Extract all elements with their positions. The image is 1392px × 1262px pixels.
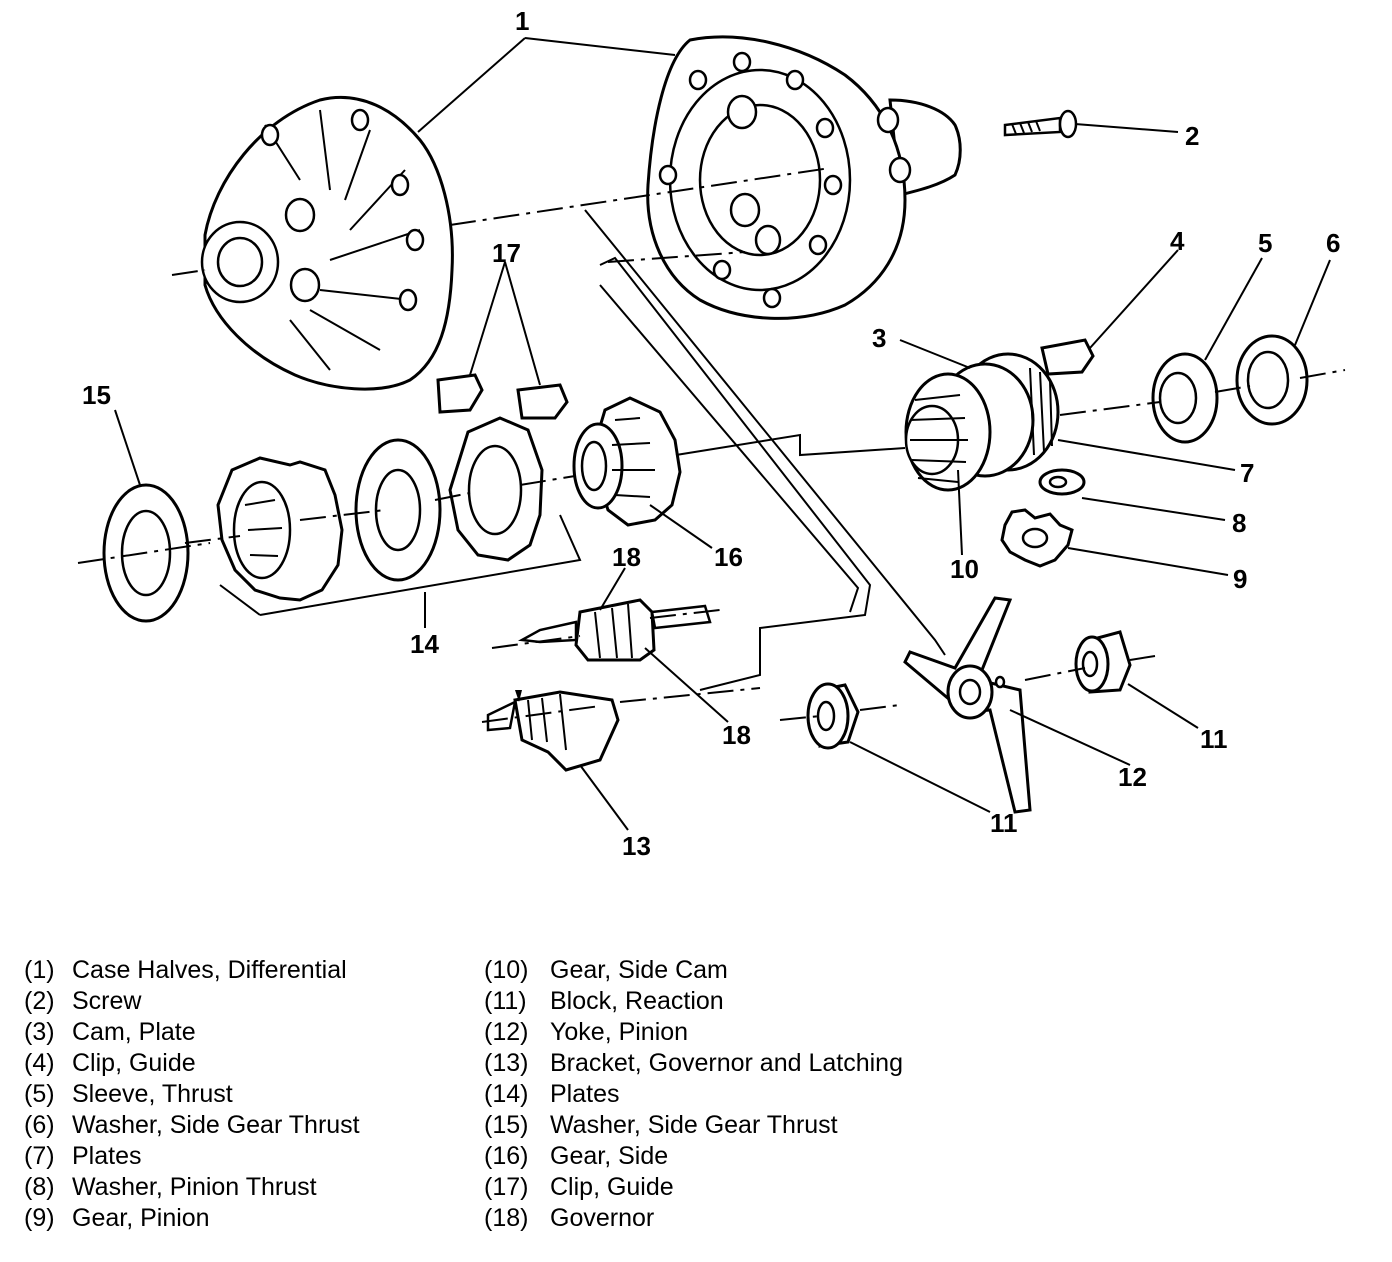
thrust-sleeve xyxy=(1151,352,1219,444)
legend-item: (14)Plates xyxy=(484,1080,620,1108)
callout-14: 14 xyxy=(410,629,439,659)
callout-18-lower: 18 xyxy=(722,720,751,750)
legend-column-left: (1)Case Halves, Differential (2)Screw (3… xyxy=(24,955,360,1234)
callout-15: 15 xyxy=(82,380,111,410)
plates-stack xyxy=(216,416,544,602)
callout-5: 5 xyxy=(1258,228,1272,258)
case-half-left xyxy=(200,95,454,391)
pinion-yoke xyxy=(903,596,1032,814)
legend-item: (11)Block, Reaction xyxy=(484,987,724,1015)
legend-item: (10)Gear, Side Cam xyxy=(484,956,728,984)
legend-item: (7)Plates xyxy=(24,1142,142,1170)
side-gear xyxy=(572,396,682,527)
governor xyxy=(517,598,712,662)
legend-column-right: (10)Gear, Side Cam (11)Block, Reaction (… xyxy=(484,955,903,1234)
side-gear-thrust-washer xyxy=(1235,334,1309,426)
pinion-gear xyxy=(1000,508,1074,568)
legend-item: (5)Sleeve, Thrust xyxy=(24,1080,233,1108)
callout-9: 9 xyxy=(1233,564,1247,594)
callout-18-upper: 18 xyxy=(612,542,641,572)
alignment-lines xyxy=(584,209,946,691)
legend-item: (1)Case Halves, Differential xyxy=(24,956,347,984)
guide-clips xyxy=(436,373,569,420)
legend-item: (13)Bracket, Governor and Latching xyxy=(484,1049,903,1077)
cam-plate-assembly xyxy=(904,352,1060,492)
legend-item: (4)Clip, Guide xyxy=(24,1049,196,1077)
callout-8: 8 xyxy=(1232,508,1246,538)
legend-item: (15)Washer, Side Gear Thrust xyxy=(484,1111,838,1139)
legend-item: (3)Cam, Plate xyxy=(24,1018,196,1046)
pinion-thrust-washer xyxy=(1038,468,1086,496)
reaction-block-left xyxy=(806,682,860,750)
legend-item: (9)Gear, Pinion xyxy=(24,1204,210,1232)
legend-item: (6)Washer, Side Gear Thrust xyxy=(24,1111,360,1139)
callout-17: 17 xyxy=(492,238,521,268)
governor-latching-bracket xyxy=(486,690,620,772)
reaction-block-right xyxy=(1074,630,1132,694)
callout-4: 4 xyxy=(1170,226,1185,256)
callout-7: 7 xyxy=(1240,458,1254,488)
legend-item: (18)Governor xyxy=(484,1204,655,1232)
callout-16: 16 xyxy=(714,542,743,572)
guide-clip xyxy=(1040,338,1095,376)
screw xyxy=(1003,109,1078,139)
case-half-right xyxy=(646,35,962,320)
callout-12: 12 xyxy=(1118,762,1147,792)
legend-item: (2)Screw xyxy=(24,987,142,1015)
callout-3: 3 xyxy=(872,323,886,353)
callout-11-left: 11 xyxy=(990,808,1018,838)
callout-1: 1 xyxy=(515,6,529,36)
exploded-view-diagram: 1 2 3 4 5 6 7 8 9 10 11 11 12 13 14 15 1… xyxy=(77,6,1346,861)
legend-item: (16)Gear, Side xyxy=(484,1142,669,1170)
legend-item: (12)Yoke, Pinion xyxy=(484,1018,689,1046)
callout-6: 6 xyxy=(1326,228,1340,258)
leader-lines xyxy=(114,37,1331,831)
assembly-axes xyxy=(77,167,1346,723)
callout-11-right: 11 xyxy=(1200,724,1228,754)
parts-legend: (1)Case Halves, Differential (2)Screw (3… xyxy=(0,955,1392,1255)
legend-item: (17)Clip, Guide xyxy=(484,1173,674,1201)
callout-2: 2 xyxy=(1185,121,1199,151)
legend-item: (8)Washer, Pinion Thrust xyxy=(24,1173,317,1201)
callout-13: 13 xyxy=(622,831,651,861)
callout-labels: 1 2 3 4 5 6 7 8 9 10 11 11 12 13 14 15 1… xyxy=(82,6,1340,861)
callout-10: 10 xyxy=(950,554,979,584)
